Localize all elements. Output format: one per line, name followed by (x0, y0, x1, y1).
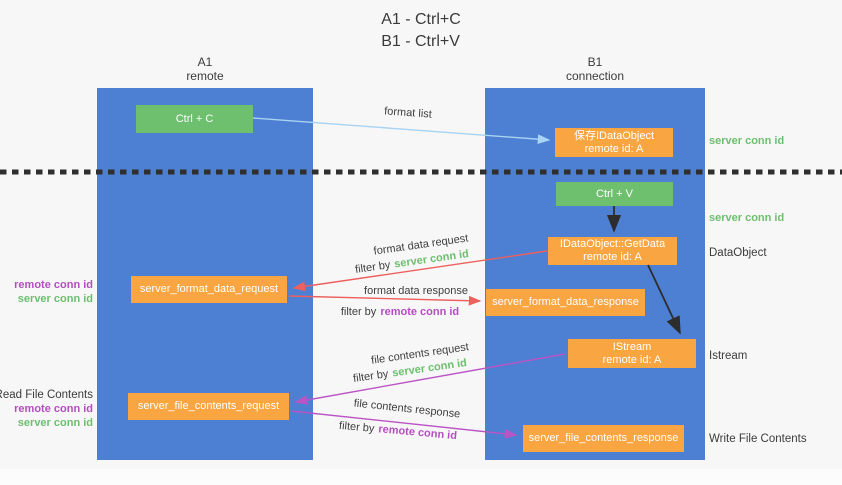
node-ctrl-c-label: Ctrl + C (175, 112, 214, 125)
node-format-request-label: server_format_data_request (139, 283, 279, 295)
node-getdata-line2: remote id: A (583, 251, 642, 263)
lane-b1-subtitle: connection (565, 69, 625, 83)
title-line-1: A1 - Ctrl+C (381, 11, 461, 28)
left-remote-conn-id-2: remote conn id (14, 403, 93, 415)
node-file-response-label: server_file_contents_response (528, 432, 679, 444)
left-read-file-contents: Read File Contents (0, 389, 93, 401)
node-idataobject-getdata: IDataObject::GetData remote id: A (548, 237, 677, 265)
edge-label-format-data-response: format data response (364, 285, 468, 297)
left-labels-file: Read File Contents remote conn id server… (0, 388, 93, 430)
lane-a1-subtitle: remote (186, 69, 224, 83)
node-ctrl-v-label: Ctrl + V (596, 187, 633, 200)
filter-value-remote-conn-id: remote conn id (377, 423, 458, 443)
edge-label-format-list: format list (383, 105, 433, 121)
lane-header-a1: A1 remote (145, 55, 265, 83)
left-remote-conn-id-1: remote conn id (14, 279, 93, 291)
lane-header-b1: B1 connection (535, 55, 655, 83)
node-format-response-label: server_format_data_response (492, 296, 639, 308)
left-server-conn-id-2: server conn id (17, 417, 93, 429)
node-save-idataobject-line2: remote id: A (584, 142, 644, 155)
right-server-conn-id-mid: server conn id (709, 212, 785, 224)
node-save-idataobject-line1: 保存IDataObject (573, 129, 655, 142)
node-server-format-data-request: server_format_data_request (131, 276, 287, 303)
lane-b1-title: B1 (587, 55, 603, 69)
edge-label-file-contents-response: file contents response (353, 397, 461, 421)
node-server-file-contents-response: server_file_contents_response (523, 425, 684, 452)
right-write-file-contents-label: Write File Contents (709, 433, 807, 445)
title-line-2: B1 - Ctrl+V (381, 33, 460, 50)
node-ctrl-v: Ctrl + V (556, 182, 673, 206)
filter-prefix: filter by (338, 419, 375, 435)
left-labels-format: remote conn id server conn id (14, 278, 93, 306)
node-istream-line1: IStream (612, 340, 652, 353)
left-server-conn-id-1: server conn id (17, 293, 93, 305)
node-file-request-label: server_file_contents_request (137, 400, 280, 412)
diagram-title: A1 - Ctrl+C B1 - Ctrl+V (381, 9, 461, 53)
node-server-format-data-response: server_format_data_response (486, 289, 645, 316)
bottom-strip (0, 469, 842, 485)
node-istream: IStream remote id: A (568, 339, 696, 368)
filter-prefix: filter by (354, 259, 392, 276)
filter-prefix: filter by (340, 306, 377, 318)
node-istream-line2: remote id: A (602, 353, 662, 366)
filter-value-remote-conn-id: remote conn id (380, 306, 460, 318)
node-save-idataobject: 保存IDataObject remote id: A (555, 128, 673, 157)
node-getdata-line1: IDataObject::GetData (559, 238, 666, 250)
right-istream-label: Istream (709, 350, 748, 362)
node-server-file-contents-request: server_file_contents_request (128, 393, 289, 420)
lane-a1-title: A1 (197, 55, 213, 69)
right-server-conn-id-top: server conn id (709, 135, 785, 147)
right-dataobject-label: DataObject (709, 247, 767, 259)
filter-prefix: filter by (352, 368, 390, 385)
node-ctrl-c: Ctrl + C (136, 105, 253, 133)
